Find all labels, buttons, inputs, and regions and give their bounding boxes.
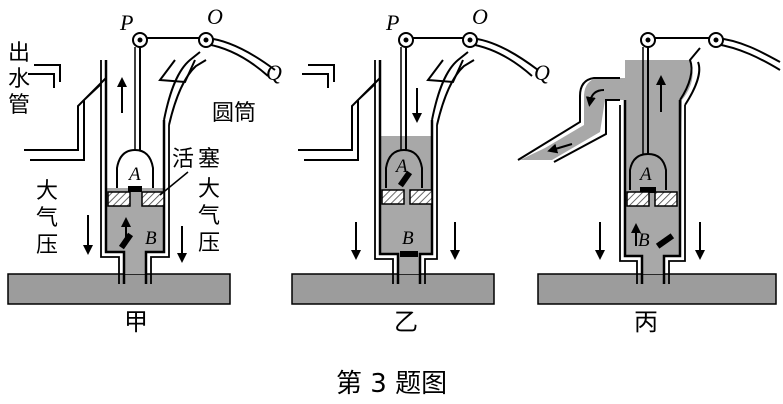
valve-a-yi: [397, 170, 413, 188]
label-cylinder: 圆筒: [212, 101, 256, 126]
label-q-yi: Q: [534, 60, 550, 85]
outlet-pipe-yi: [298, 77, 381, 161]
outlet-pipe-jia: [24, 77, 107, 161]
label-atm-left-3: 压: [36, 233, 58, 258]
valve-a-cage-bing: [629, 152, 667, 190]
cylinder-wall-yi: [378, 60, 434, 284]
panel-label-bing: 丙: [634, 308, 658, 336]
suction-water-jia: [124, 250, 146, 274]
label-outlet-pipe-1: 出: [8, 41, 30, 66]
label-atm-left-1: 大: [36, 179, 58, 204]
label-piston-1: 活: [172, 147, 194, 172]
label-outlet-pipe-2: 水: [8, 67, 30, 92]
panel-jia: P O Q A B 出 水 管 圆筒 活 塞 大 气 压 大 气 压 甲: [7, 4, 282, 336]
valve-b-yi: [400, 251, 418, 257]
label-b-jia: B: [145, 228, 157, 249]
piston-bing: [626, 191, 650, 207]
outlet-pipe-bing: [517, 77, 620, 163]
label-atm-left-2: 气: [36, 206, 58, 231]
panel-label-yi: 乙: [394, 308, 418, 336]
label-a-jia: A: [127, 164, 141, 185]
label-a-yi: A: [394, 156, 408, 177]
cylinder-wall-bing: [623, 100, 682, 284]
piston-jia: [107, 191, 131, 207]
label-b-yi: B: [402, 228, 414, 249]
panel-bing: A B 丙: [517, 32, 781, 336]
label-outlet-pipe-3: 管: [8, 93, 30, 118]
panel-yi: P O Q A B 乙: [291, 4, 550, 336]
arrow-outflow-curve-bing: [585, 89, 605, 107]
valve-a-cage-yi: [385, 148, 423, 188]
cylinder-wall-jia: [104, 60, 166, 284]
valve-a-jia: [128, 186, 142, 192]
piston-yi: [381, 189, 405, 205]
label-p-yi: P: [385, 10, 399, 35]
label-atm-right-3: 压: [198, 231, 220, 256]
valve-a-cage-jia: [116, 148, 154, 188]
ground-bing: [537, 273, 777, 305]
label-b-bing: B: [638, 230, 650, 251]
label-p-jia: P: [119, 10, 133, 35]
figure-caption: 第 3 题图: [336, 369, 447, 399]
label-q-jia: Q: [266, 60, 282, 85]
valve-b-bing: [655, 233, 675, 249]
label-atm-right-1: 大: [198, 177, 220, 202]
label-a-bing: A: [638, 164, 652, 185]
valve-a-bing: [640, 187, 656, 193]
label-piston-2: 塞: [198, 147, 220, 172]
label-atm-right-2: 气: [198, 204, 220, 229]
label-o-yi: O: [472, 4, 488, 29]
arrow-outflow-bing: [547, 143, 573, 154]
panel-label-jia: 甲: [124, 308, 148, 336]
label-o-jia: O: [207, 4, 223, 29]
